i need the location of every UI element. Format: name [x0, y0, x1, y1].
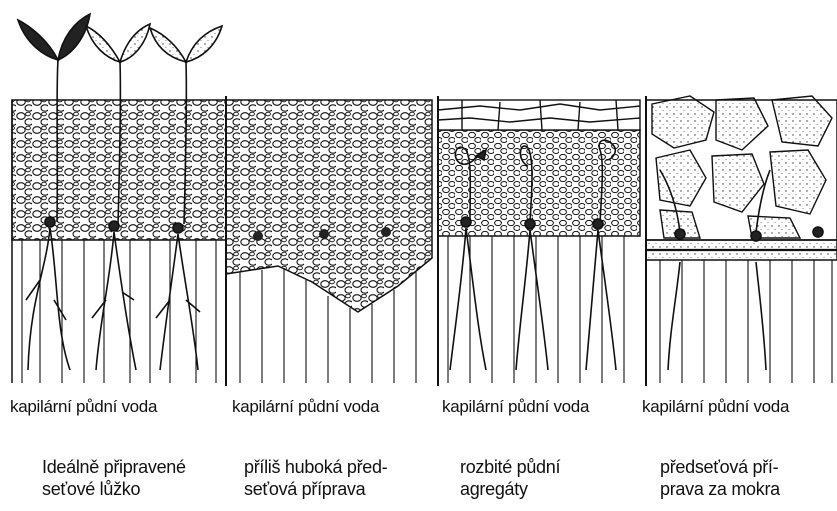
panel-2-soil-layer [226, 100, 432, 312]
panel-3-broken-aggregates [438, 100, 640, 383]
panel-3-caption-line2: agregáty [460, 478, 560, 500]
panel-2-too-deep [226, 100, 432, 383]
panel-2-caption-line1: příliš huboká před- [244, 456, 387, 478]
panel-3-capillary-lines [448, 236, 624, 383]
panel-1-caption: Ideálně připravené seťové lůžko [42, 456, 186, 500]
panel-1-soil-label: kapilární půdní voda [10, 397, 157, 417]
panel-4-caption: předseťová pří- prava za mokra [660, 456, 780, 500]
panel-4-compacted-band [646, 240, 837, 260]
panel-3-caption: rozbité půdní agregáty [460, 456, 560, 500]
panel-4-caption-line1: předseťová pří- [660, 456, 780, 478]
panel-2-caption: příliš huboká před- seťová příprava [244, 456, 387, 500]
panel-3-soil-label: kapilární půdní voda [442, 397, 589, 417]
panel-4-capillary-lines [660, 260, 832, 383]
panel-1-caption-line2: seťové lůžko [42, 478, 186, 500]
panel-3-caption-line1: rozbité půdní [460, 456, 560, 478]
panel-4-wet-preparation [646, 96, 837, 383]
panel-1-capillary-lines [22, 240, 216, 383]
panel-2-caption-line2: seťová příprava [244, 478, 387, 500]
panel-4-caption-line2: prava za mokra [660, 478, 780, 500]
panel-1-caption-line1: Ideálně připravené [42, 456, 186, 478]
panel-4-soil-label: kapilární půdní voda [642, 397, 789, 417]
panel-2-soil-label: kapilární půdní voda [232, 397, 379, 417]
panel-3-crust [438, 100, 640, 130]
panel-1-ideal [12, 14, 226, 383]
